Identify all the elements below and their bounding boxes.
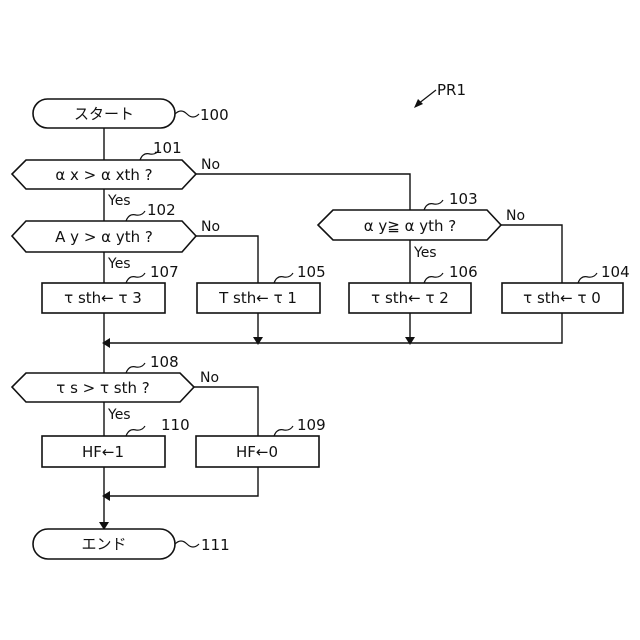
- decision-101-yes: Yes: [107, 193, 131, 209]
- process-106-ref: 106: [449, 263, 478, 281]
- process-104: τ sth← τ 0 104: [502, 263, 630, 313]
- decision-103-label: α y≧ α yth ?: [364, 217, 457, 235]
- process-106: τ sth← τ 2 106: [349, 263, 478, 313]
- process-109: HF←0 109: [196, 416, 326, 467]
- decision-101: α x > α xth ? 101 No Yes: [12, 139, 220, 209]
- decision-103-no: No: [506, 208, 525, 224]
- decision-108-yes: Yes: [107, 407, 131, 423]
- decision-101-ref: 101: [153, 139, 182, 157]
- decision-101-label: α x > α xth ?: [55, 166, 152, 184]
- decision-102-ref: 102: [147, 201, 176, 219]
- process-105-label: T sth← τ 1: [218, 289, 297, 307]
- decision-103-yes: Yes: [413, 245, 437, 261]
- process-109-label: HF←0: [236, 443, 278, 461]
- process-104-label: τ sth← τ 0: [523, 289, 601, 307]
- decision-102-label: A y > α yth ?: [55, 228, 153, 246]
- decision-108: τ s > τ sth ? 108 No Yes: [12, 353, 219, 423]
- end-node-ref: 111: [201, 536, 230, 554]
- decision-103-ref: 103: [449, 190, 478, 208]
- figure-label-arrowhead: [414, 99, 423, 108]
- process-104-ref: 104: [601, 263, 630, 281]
- start-node: スタート 100: [33, 99, 229, 128]
- decision-103: α y≧ α yth ? 103 No Yes: [318, 190, 525, 261]
- process-107-ref: 107: [150, 263, 179, 281]
- process-105-ref: 105: [297, 263, 326, 281]
- process-107-label: τ sth← τ 3: [64, 289, 142, 307]
- process-110-ref: 110: [161, 416, 190, 434]
- decision-102-yes: Yes: [107, 256, 131, 272]
- decision-108-label: τ s > τ sth ?: [56, 379, 149, 397]
- end-node-label: エンド: [81, 535, 126, 553]
- process-110-label: HF←1: [82, 443, 124, 461]
- decision-108-no: No: [200, 370, 219, 386]
- decision-108-ref: 108: [150, 353, 179, 371]
- end-node: エンド 111: [33, 529, 230, 559]
- start-node-ref: 100: [200, 106, 229, 124]
- decision-102-no: No: [201, 219, 220, 235]
- decision-101-no: No: [201, 157, 220, 173]
- process-110: HF←1 110: [42, 416, 190, 467]
- start-node-label: スタート: [74, 105, 134, 123]
- decision-102: A y > α yth ? 102 No Yes: [12, 201, 220, 272]
- process-106-label: τ sth← τ 2: [371, 289, 449, 307]
- process-105: T sth← τ 1 105: [197, 263, 326, 313]
- figure-label: PR1: [437, 81, 466, 99]
- process-109-ref: 109: [297, 416, 326, 434]
